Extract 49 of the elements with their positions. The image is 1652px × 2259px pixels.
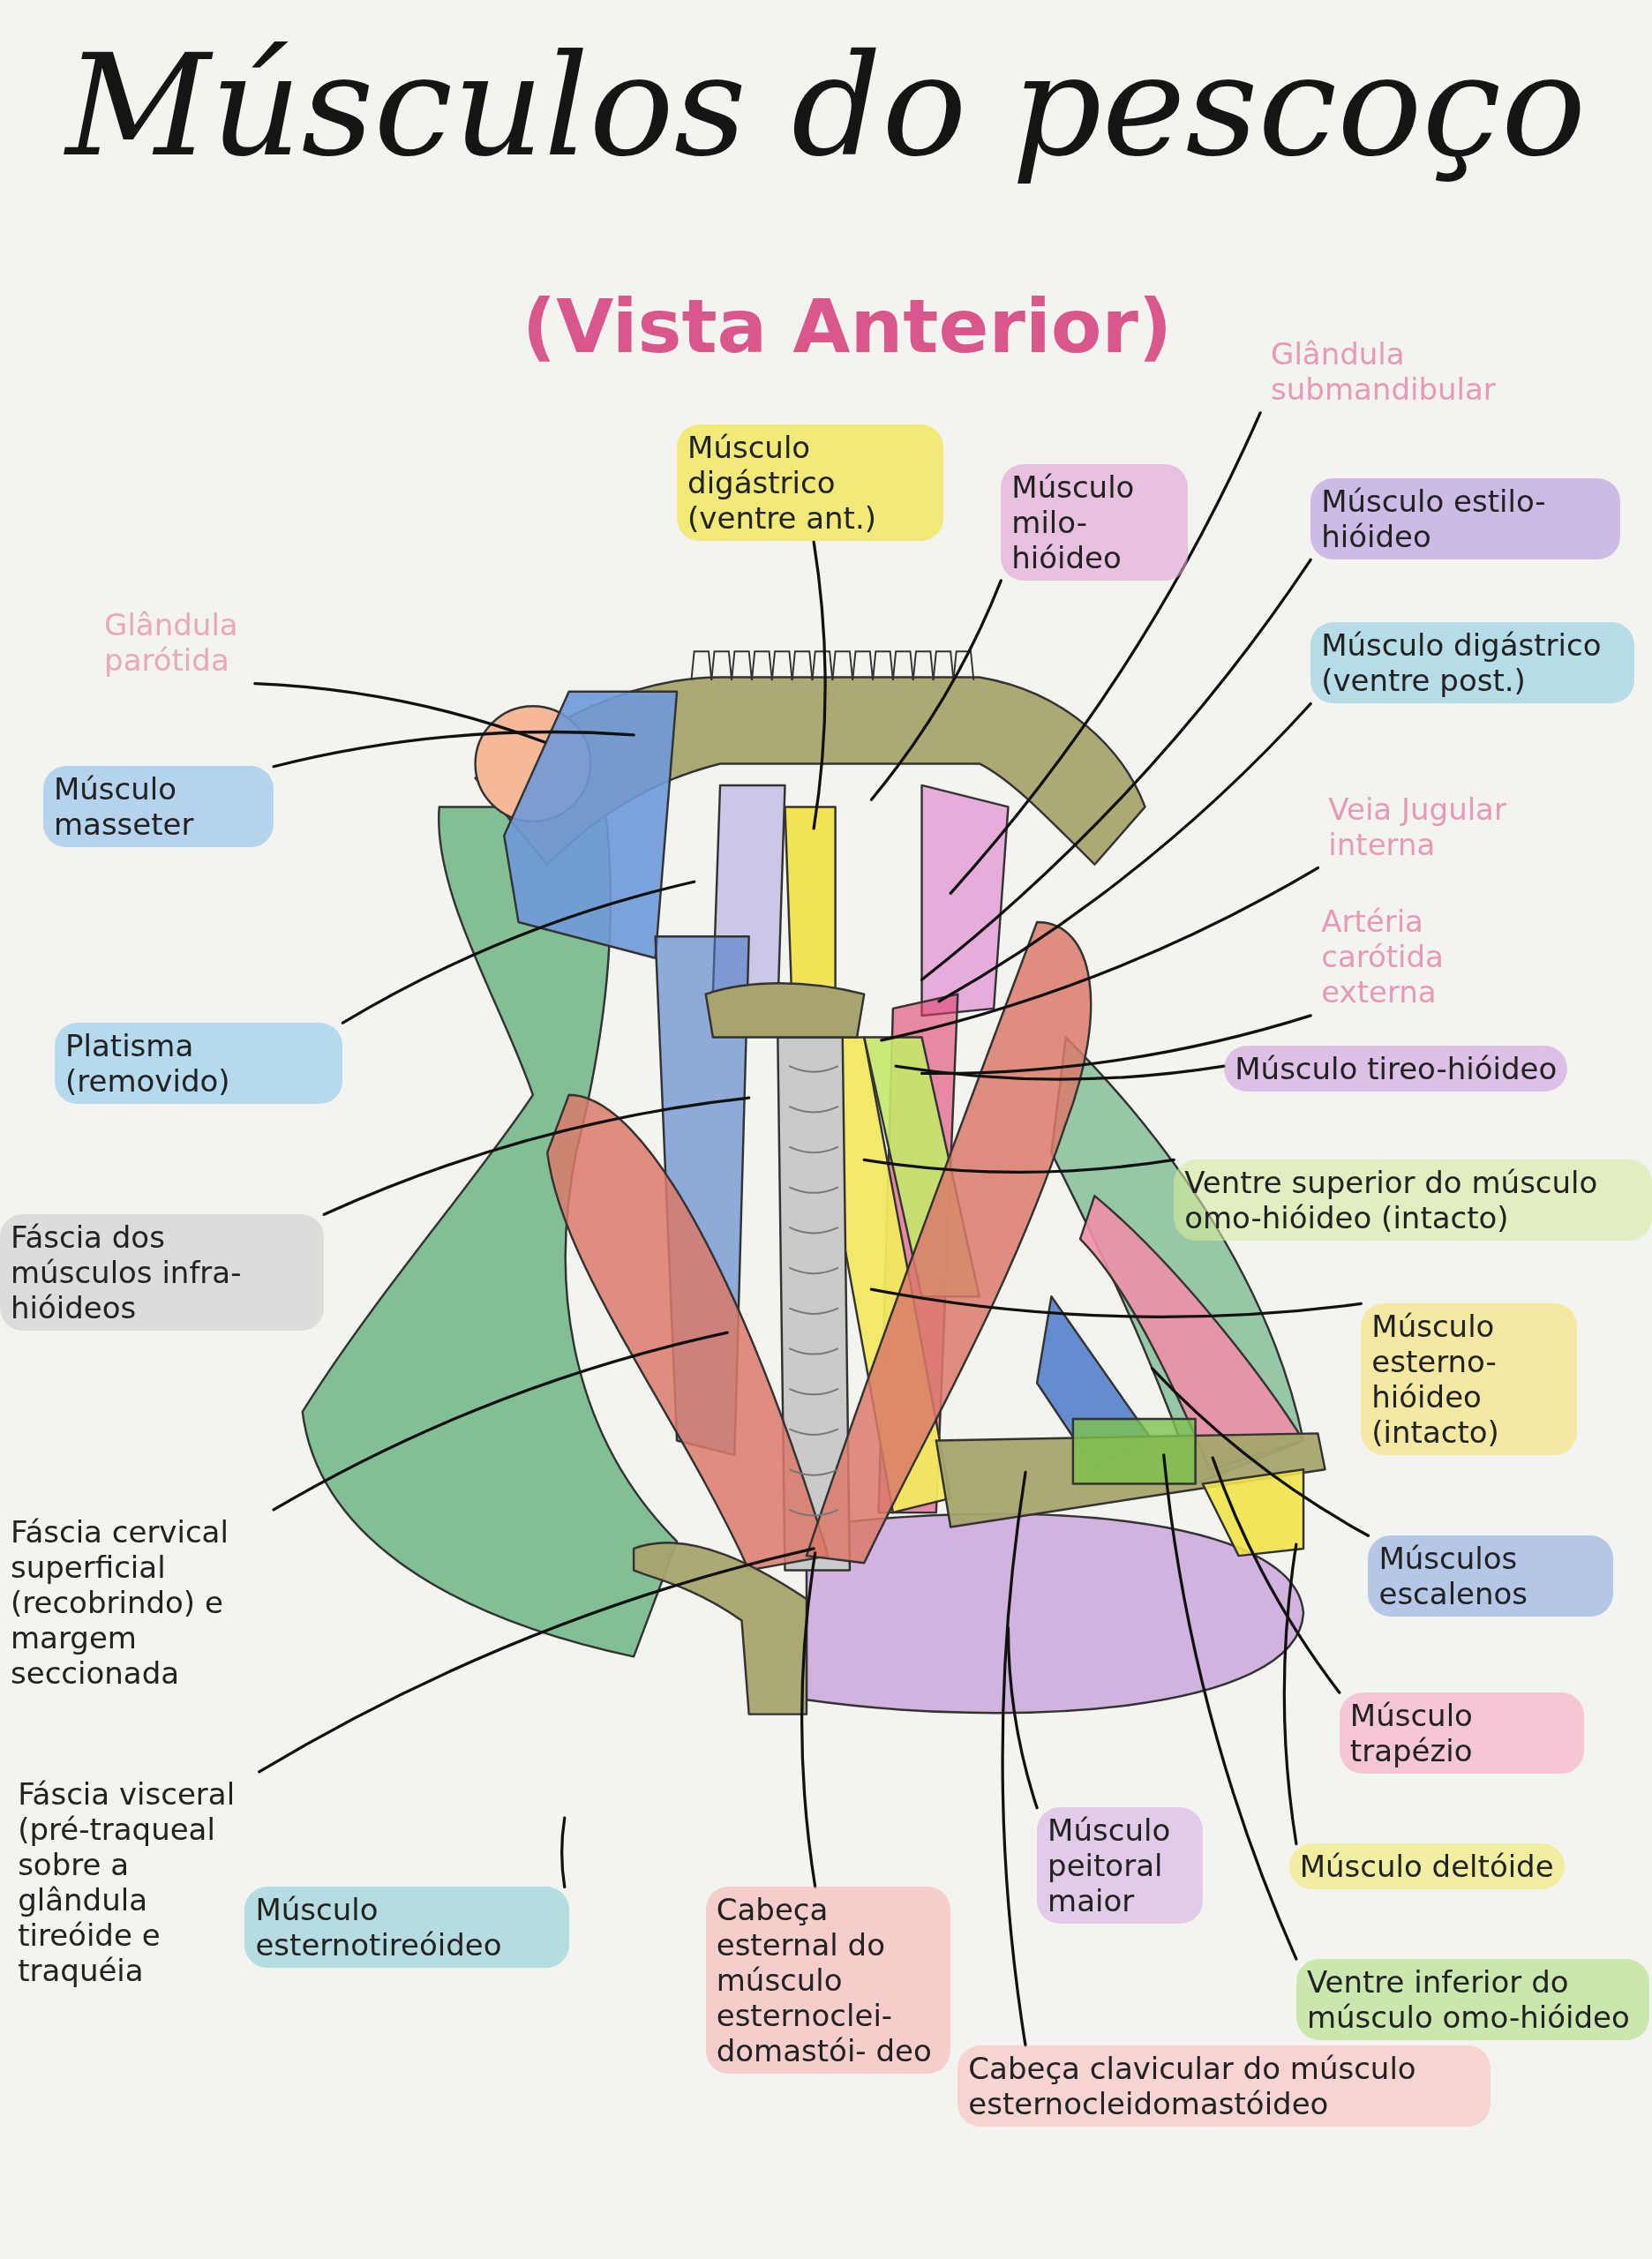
callout-label: Ventre superior do músculo omo-hióideo (intacto) bbox=[1174, 1159, 1652, 1241]
leader-line bbox=[812, 540, 827, 830]
leader-line bbox=[258, 1547, 815, 1774]
leader-line bbox=[920, 558, 1312, 981]
callout-label: Músculo milo- hióideo bbox=[1001, 463, 1189, 581]
callout-label: Músculo trapézio bbox=[1339, 1692, 1585, 1774]
title: Músculos do pescoço bbox=[63, 22, 1588, 190]
leader-line bbox=[1001, 1470, 1027, 2047]
callout-label: Veia Jugular interna bbox=[1318, 786, 1592, 868]
leader-line bbox=[560, 1816, 567, 1889]
leader-line bbox=[1151, 1367, 1370, 1537]
leader-line bbox=[949, 411, 1262, 895]
leader-line bbox=[322, 1096, 751, 1216]
callout-label: Músculo deltóide bbox=[1288, 1843, 1565, 1890]
leader-line bbox=[341, 880, 696, 1024]
leader-line bbox=[800, 1551, 817, 1889]
callout-label: Cabeça esternal do músculo esternoclei- domastói- deo bbox=[705, 1887, 951, 2074]
callout-label: Músculo estilo-hióideo bbox=[1310, 477, 1621, 559]
callout-label: Músculo esterno- hióideo (intacto) bbox=[1361, 1303, 1578, 1456]
leader-line bbox=[1282, 1542, 1298, 1846]
callout-label: Músculo digástrico (ventre post.) bbox=[1310, 622, 1635, 704]
callout-label: Fáscia dos músculos infra-hióideos bbox=[0, 1213, 325, 1331]
leader-line bbox=[253, 682, 546, 744]
callout-label: Glândula parótida bbox=[94, 602, 255, 684]
leader-line bbox=[894, 1064, 1226, 1081]
leader-line bbox=[862, 1158, 1175, 1174]
leader-line bbox=[1162, 1453, 1298, 1961]
callout-label: Glândula submandibular bbox=[1260, 331, 1585, 413]
leader-line bbox=[880, 866, 1319, 1042]
callout-label: Platisma (removido) bbox=[55, 1022, 343, 1104]
leader-line bbox=[869, 1287, 1363, 1318]
callout-label: Músculo digástrico (ventre ant.) bbox=[677, 424, 943, 542]
leader-line bbox=[869, 579, 1002, 801]
callout-label: Cabeça clavicular do músculo esternocleidomastóideo bbox=[957, 2045, 1491, 2127]
callout-label: Músculo peitoral maior bbox=[1037, 1807, 1203, 1925]
leader-line bbox=[272, 1331, 729, 1512]
callout-label: Músculo tireo-hióideo bbox=[1224, 1045, 1568, 1092]
leader-line bbox=[1211, 1456, 1341, 1694]
leader-line bbox=[1006, 1626, 1039, 1810]
callout-label: Músculo masseter bbox=[42, 766, 274, 848]
leader-line bbox=[937, 702, 1312, 1003]
callout-label: Músculos escalenos bbox=[1368, 1535, 1613, 1617]
leader-line bbox=[272, 730, 635, 769]
subtitle: (Vista Anterior) bbox=[521, 282, 1174, 371]
callout-label: Ventre inferior do músculo omo-hióideo bbox=[1295, 1958, 1649, 2040]
callout-label: Músculo esternotireóideo bbox=[244, 1887, 569, 1968]
callout-label: Fáscia cervical superficial (recobrindo) e margem seccionada bbox=[0, 1509, 274, 1697]
leader-line bbox=[920, 1014, 1312, 1075]
callout-label: Artéria carótida externa bbox=[1310, 898, 1549, 1016]
